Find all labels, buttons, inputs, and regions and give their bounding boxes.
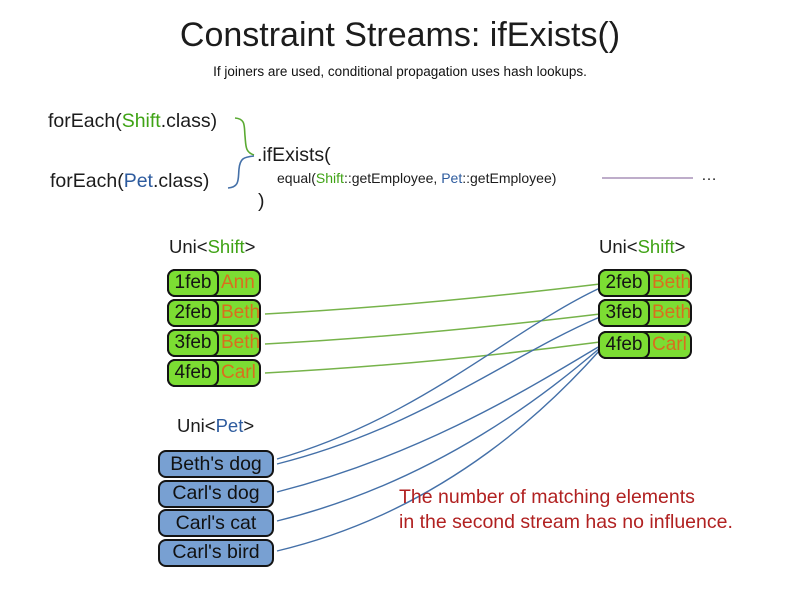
shift-employee-cell: Beth [652, 272, 692, 293]
ellipsis-text: … [701, 167, 717, 184]
match-line-shift-3feb [264, 313, 601, 345]
shift-employee-cell: Beth [221, 302, 261, 323]
shift-date-cell: 2feb [167, 299, 219, 327]
brace-top-green [234, 117, 255, 156]
code-text: .class) [152, 170, 210, 192]
pet-row: Beth's dog [158, 450, 274, 478]
label-text: > [243, 415, 255, 436]
label-text: Uni< [177, 415, 216, 436]
match-line-carls-dog-4feb [276, 345, 601, 493]
code-text: ::getEmployee, [343, 170, 442, 186]
label-text: Uni< [169, 236, 208, 257]
label-text: Uni< [599, 236, 638, 257]
note-line-2: in the second stream has no influence. [399, 511, 733, 533]
shift-class-token: Shift [121, 110, 161, 132]
code-text: equal( [277, 170, 316, 186]
note-text: The number of matching elements in the s… [399, 485, 733, 535]
code-equal-joiner: equal(Shift::getEmployee, Pet::getEmploy… [277, 170, 556, 186]
match-line-beths-dog-3feb [276, 316, 601, 465]
shift-employee-cell: Carl [652, 334, 687, 355]
slide-title: Constraint Streams: ifExists() [179, 16, 621, 54]
label-text: > [244, 236, 256, 257]
shift-ref-token: Shift [315, 170, 344, 186]
shift-employee-cell: Ann [221, 272, 255, 293]
code-if-exists: .ifExists( [257, 144, 331, 166]
right-shift-table-label: Uni<Shift> [599, 236, 685, 258]
pet-row: Carl's dog [158, 479, 274, 508]
brace-bottom-blue [227, 155, 255, 189]
pet-row: Carl's bird [158, 538, 274, 567]
match-line-carls-bird-4feb [276, 349, 601, 552]
slide-subtitle: If joiners are used, conditional propaga… [213, 64, 587, 79]
pet-class-token: Pet [123, 170, 153, 192]
shift-date-cell: 1feb [167, 269, 219, 297]
match-line-shift-2feb [264, 283, 601, 315]
label-type: Shift [637, 236, 675, 257]
code-text: forEach( [50, 170, 124, 192]
code-text: forEach( [48, 110, 122, 132]
shift-employee-cell: Beth [221, 332, 261, 353]
code-close-paren: ) [258, 190, 265, 212]
pet-ref-token: Pet [441, 170, 463, 186]
code-foreach-pet: forEach(Pet.class) [50, 170, 209, 193]
code-text: ::getEmployee) [462, 170, 557, 186]
match-line-beths-dog-2feb [276, 287, 601, 460]
match-line-carls-cat-4feb [276, 347, 601, 522]
pet-table-label: Uni<Pet> [177, 415, 254, 437]
code-foreach-shift: forEach(Shift.class) [48, 110, 217, 133]
shift-date-cell: 3feb [598, 299, 650, 327]
pet-row: Carl's cat [158, 509, 274, 537]
shift-date-cell: 4feb [598, 331, 650, 359]
note-line-1: The number of matching elements [399, 486, 695, 508]
shift-date-cell: 3feb [167, 329, 219, 357]
shift-employee-cell: Carl [221, 362, 256, 383]
pet-table: Beth's dog Carl's dog Carl's cat Carl's … [158, 450, 274, 568]
match-line-shift-4feb [264, 341, 601, 374]
label-type: Pet [215, 415, 244, 436]
shift-date-cell: 2feb [598, 269, 650, 297]
code-text: .class) [160, 110, 218, 132]
shift-employee-cell: Beth [652, 302, 692, 323]
shift-date-cell: 4feb [167, 359, 219, 387]
label-type: Shift [207, 236, 245, 257]
label-text: > [674, 236, 686, 257]
left-shift-table-label: Uni<Shift> [169, 236, 255, 258]
